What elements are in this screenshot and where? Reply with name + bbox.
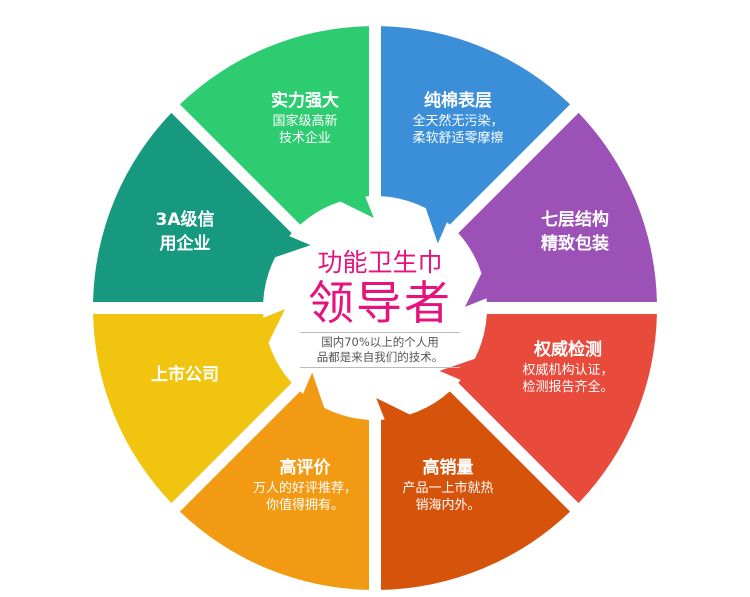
speech-tail [302,372,326,411]
segment-title: 上市公司 [151,365,219,385]
segment-credit [179,26,370,225]
segment-label-strength: 实力强大国家级高新技术企业 [271,89,339,147]
center-note-line1: 国内70%以上的个人用 [321,335,439,349]
segment-label-structure: 七层结构精致包装 [541,208,609,256]
segment-subtitle: 销海内外。 [415,498,481,513]
center-note-line2: 品都是来自我们的技术。 [316,350,444,364]
segment-title: 高评价 [279,458,331,478]
speech-tail [337,194,374,219]
segment-subtitle: 国家级高新 [272,114,338,129]
segment-label-reviews: 高评价万人的好评推荐， 你值得拥有。 [253,456,357,514]
speech-tail [376,397,413,422]
segment-label-cotton: 纯棉表层全天然无污染， 柔软舒适零摩擦 [412,89,503,147]
segment-subtitle: 你值得拥有。 [265,498,345,513]
segment-listed [93,112,292,303]
segment-sales [179,391,370,590]
segment-label-testing: 权威检测权威机构认证， 检测报告齐全。 [522,338,613,396]
segment-strength [380,26,571,225]
center-note: 国内70%以上的个人用 品都是来自我们的技术。 [300,332,460,368]
segment-label-listed: 上市公司 [151,363,219,387]
segment-title: 高销量 [422,458,474,478]
speech-tail [464,270,489,307]
segment-subtitle: 精致包装 [541,234,609,254]
segment-label-credit: 3A级信用企业 [156,208,215,256]
segment-testing [380,391,571,590]
segment-title: 实力强大 [271,91,339,111]
center-line2: 领导者 [308,276,452,330]
segment-subtitle: 产品一上市就热 [402,481,494,496]
segment-subtitle: 用企业 [159,234,211,254]
segment-subtitle: 检测报告齐全。 [522,380,614,395]
segment-subtitle: 全天然无污染， [412,114,504,129]
segment-reviews [93,313,292,504]
segment-title: 3A级信 [155,210,215,230]
speech-tail [424,205,448,244]
segment-structure [458,313,657,504]
segment-subtitle: 权威机构认证， [522,363,614,378]
speech-tail [272,235,311,259]
speech-tail [439,357,478,381]
segment-title: 纯棉表层 [423,91,492,111]
segment-label-sales: 高销量产品一上市就热销海内外。 [402,456,493,514]
center-line1: 功能卫生巾 [317,248,443,277]
center-title: 功能卫生巾 领导者 国内70%以上的个人用 品都是来自我们的技术。 [300,248,460,368]
segment-title: 七层结构 [541,210,609,230]
segment-cotton [458,112,657,303]
segment-subtitle: 技术企业 [278,131,331,146]
segment-subtitle: 万人的好评推荐， [252,481,358,496]
segment-subtitle: 柔软舒适零摩擦 [412,131,504,146]
speech-tail [261,309,286,346]
segment-title: 权威检测 [533,340,602,360]
